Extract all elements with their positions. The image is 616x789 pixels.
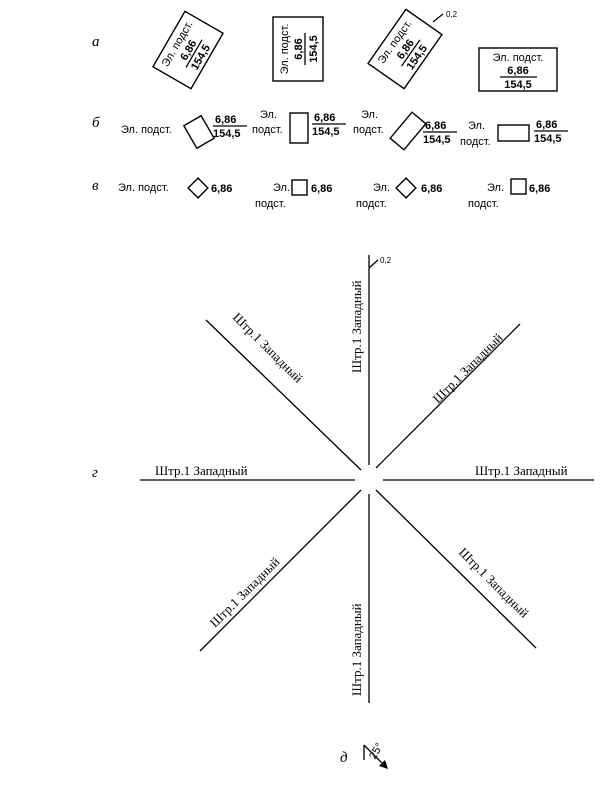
street-line [199,489,362,652]
label-elevation: 6,86 [311,183,332,195]
rotation-angle-indicator: 25° [363,741,388,769]
street-ray-south: Штр.1 Западный [349,494,370,703]
point-sign [389,111,427,151]
label-number: 154,5 [423,134,451,146]
street-line [205,319,362,471]
street-name: Штр.1 Западный [456,545,532,621]
point-sign [510,178,527,195]
label-frame [478,47,558,92]
label-name: Эл. подст. [493,52,544,64]
label-name-line2: подст. [356,198,387,210]
street-ray-south-east: Штр.1 Западный [375,489,537,649]
street-name: Штр.1 Западный [207,554,283,630]
label-v3: Эл. подст. 6,86 [356,177,442,210]
street-name: Штр.1 Западный [430,330,506,406]
label-name-line2: подст. [468,198,499,210]
row-label-d: д [340,750,348,766]
offset-leader [368,259,379,269]
point-sign [182,114,216,150]
point-sign [289,112,309,144]
label-elevation: 6,86 [211,183,232,195]
label-name-line2: подст. [460,136,491,148]
label-name: Эл. подст. [121,124,172,136]
point-sign [497,124,530,142]
label-number: 154,5 [213,128,241,140]
label-v1: Эл. подст. 6,86 [118,177,232,199]
row-label-a: а [92,34,100,50]
label-frame [151,10,225,90]
street-ray-west: Штр.1 Западный [140,463,355,481]
street-ray-north-west: Штр.1 Западный [205,310,362,471]
label-name-line2: подст. [353,124,384,136]
label-b4: Эл. подст. 6,86 154,5 [460,119,568,148]
fraction-line [401,39,421,67]
offset-leader [432,13,444,23]
point-sign [187,177,209,199]
street-ray-east: Штр.1 Западный [383,463,594,481]
label-elevation: 6,86 [536,119,557,131]
label-name-line1: Эл. [487,182,504,194]
label-name-line1: Эл. [468,120,485,132]
label-a3: Эл. подст. 6,86 154,5 [367,8,443,90]
street-line [375,323,521,469]
offset-value: 0,2 [446,10,458,19]
label-name-line2: подст. [252,124,283,136]
label-elevation: 6,86 [425,120,446,132]
label-b1: Эл. подст. 6,86 154,5 [121,114,247,150]
label-number: 154,5 [534,133,562,145]
label-name-line1: Эл. [273,182,290,194]
point-sign [395,177,417,199]
label-a2: Эл. подст. 6,86 154,5 [272,16,324,82]
point-sign [291,179,308,196]
label-name-line2: подст. [255,198,286,210]
street-name: Штр.1 Западный [349,280,364,373]
label-number: 154,5 [308,35,320,63]
street-ray-north: 0,2 Штр.1 Западный [349,255,392,465]
angle-value: 25° [367,741,386,761]
street-ray-south-west: Штр.1 Западный [199,489,362,652]
label-name-line1: Эл. [373,182,390,194]
label-elevation: 6,86 [529,183,550,195]
label-elevation: 6,86 [293,38,305,59]
label-v4: Эл. подст. 6,86 [468,178,550,210]
row-label-g: г [92,465,98,481]
label-a1: Эл. подст. 6,86 154,5 [151,10,225,90]
label-elevation: 6,86 [314,112,335,124]
label-frame [367,8,443,90]
label-elevation: 6,86 [215,114,236,126]
row-label-v: в [92,178,99,194]
label-elevation: 6,86 [507,65,528,77]
label-name-line1: Эл. [361,109,378,121]
label-name: Эл. подст. [279,24,291,75]
label-name: Эл. подст. [118,182,169,194]
label-frame [272,16,324,82]
street-name: Штр.1 Западный [155,463,248,478]
street-ray-north-east: Штр.1 Западный [375,323,521,469]
arrow-head-icon [379,760,388,769]
label-number: 154,5 [504,79,532,91]
label-number: 154,5 [312,126,340,138]
label-b2: Эл. подст. 6,86 154,5 [252,109,346,144]
street-name: Штр.1 Западный [230,310,306,386]
street-name: Штр.1 Западный [349,603,364,696]
row-label-b: б [92,115,100,131]
offset-value: 0,2 [380,256,392,265]
street-name: Штр.1 Западный [475,463,568,478]
label-v2: Эл. подст. 6,86 [255,179,332,210]
label-name-line1: Эл. [260,109,277,121]
fraction-line [185,39,203,68]
street-line [375,489,537,649]
arrow-shaft [363,744,385,766]
label-b3: Эл. подст. 6,86 154,5 [353,109,457,151]
label-elevation: 6,86 [421,183,442,195]
label-a4: Эл. подст. 6,86 154,5 [478,47,558,92]
